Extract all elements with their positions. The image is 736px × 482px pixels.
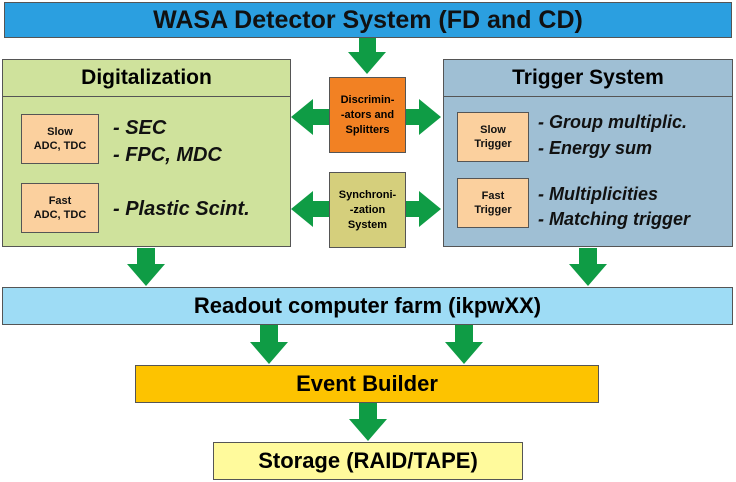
arrow-top-to-discriminators bbox=[348, 38, 386, 74]
arrow-eventbuilder-to-storage bbox=[349, 403, 387, 441]
fast-adc-tdc-box: Fast ADC, TDC bbox=[21, 183, 99, 233]
fast-trigger-line2: Trigger bbox=[474, 204, 512, 216]
event-builder-box: Event Builder bbox=[135, 365, 599, 403]
discriminators-line2: -ators and bbox=[340, 108, 395, 121]
trigger-item-group-multiplic: - Group multiplic. bbox=[538, 112, 687, 132]
fast-trigger-line1: Fast bbox=[481, 190, 505, 202]
trigger-item-multiplicities: - Multiplicities bbox=[538, 184, 659, 204]
digitalization-title: Digitalization bbox=[3, 60, 290, 97]
fast-adc-line1: Fast bbox=[48, 195, 72, 207]
fast-trigger-box: Fast Trigger bbox=[457, 178, 529, 228]
arrow-readout-to-eventbuilder-left bbox=[250, 325, 288, 364]
detector-system-box: WASA Detector System (FD and CD) bbox=[4, 2, 732, 38]
slow-adc-line2: ADC, TDC bbox=[33, 140, 87, 152]
digitalization-item-fpc-mdc: - FPC, MDC bbox=[113, 144, 222, 166]
digitalization-item-plastic-scint: - Plastic Scint. bbox=[113, 198, 250, 220]
digitalization-title-text: Digitalization bbox=[81, 66, 212, 89]
arrow-readout-to-eventbuilder-right bbox=[445, 325, 483, 364]
digitalization-item-sec: - SEC bbox=[113, 117, 167, 139]
readout-computer-farm-label: Readout computer farm (ikpwXX) bbox=[193, 293, 542, 318]
slow-trigger-box: Slow Trigger bbox=[457, 112, 529, 162]
synchronization-line2: -zation bbox=[349, 203, 386, 216]
fast-adc-line2: ADC, TDC bbox=[33, 209, 87, 221]
detector-system-label: WASA Detector System (FD and CD) bbox=[153, 5, 583, 34]
digitalization-panel: Digitalization Slow ADC, TDC - SEC - FPC… bbox=[2, 59, 291, 247]
arrow-digitalization-to-readout bbox=[127, 248, 165, 286]
discriminators-splitters-box: Discrimin- -ators and Splitters bbox=[329, 77, 406, 153]
trigger-item-matching-trigger: - Matching trigger bbox=[538, 209, 690, 229]
slow-trigger-line2: Trigger bbox=[474, 138, 512, 150]
readout-computer-farm-box: Readout computer farm (ikpwXX) bbox=[2, 287, 733, 325]
trigger-system-title: Trigger System bbox=[444, 60, 732, 97]
slow-trigger-line1: Slow bbox=[480, 124, 506, 136]
synchronization-system-box: Synchroni- -zation System bbox=[329, 172, 406, 248]
slow-adc-line1: Slow bbox=[47, 126, 73, 138]
storage-box: Storage (RAID/TAPE) bbox=[213, 442, 523, 480]
trigger-system-title-text: Trigger System bbox=[512, 66, 664, 89]
synchronization-line1: Synchroni- bbox=[338, 188, 397, 201]
trigger-item-energy-sum: - Energy sum bbox=[538, 138, 653, 158]
discriminators-line1: Discrimin- bbox=[340, 93, 395, 106]
arrow-trigger-to-readout bbox=[569, 248, 607, 286]
slow-adc-tdc-box: Slow ADC, TDC bbox=[21, 114, 99, 164]
storage-label: Storage (RAID/TAPE) bbox=[258, 448, 478, 473]
trigger-system-panel: Trigger System Slow Trigger - Group mult… bbox=[443, 59, 733, 247]
event-builder-label: Event Builder bbox=[296, 371, 438, 396]
discriminators-line3: Splitters bbox=[345, 123, 390, 136]
synchronization-line3: System bbox=[347, 218, 388, 231]
